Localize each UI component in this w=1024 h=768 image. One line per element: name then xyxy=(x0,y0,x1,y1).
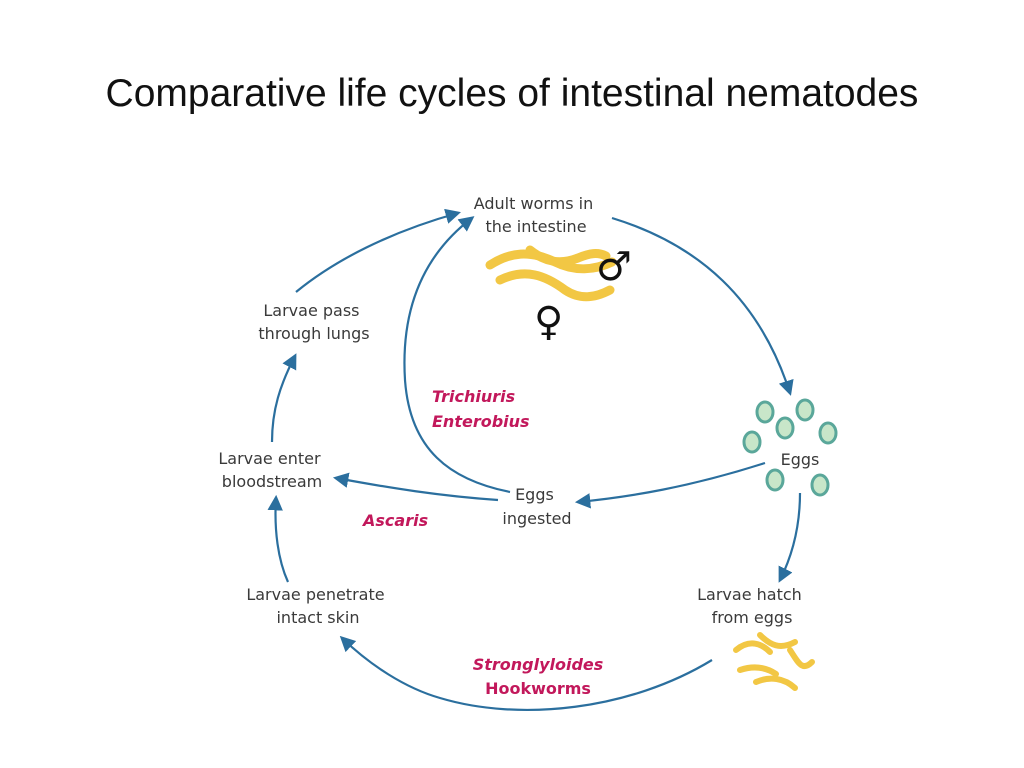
arrow-ingested-to-adults xyxy=(403,216,511,494)
label-larvae-penetrate: Larvae penetrate intact skin xyxy=(246,585,389,627)
slide-title: Comparative life cycles of intestinal ne… xyxy=(105,72,919,115)
label-adult-worms: Adult worms in the intestine xyxy=(474,194,599,236)
egg xyxy=(775,416,795,440)
label-larvae-hatch: Larvae hatch from eggs xyxy=(697,585,807,627)
arrow-penetrate-to-bloodstream xyxy=(267,494,290,583)
adult-worms-illustration: ♂ ♀ xyxy=(485,244,632,345)
arrow-lungs-to-adults xyxy=(295,208,461,293)
arrow-hatch-to-penetrate xyxy=(339,635,713,712)
species-enterobius: Enterobius xyxy=(432,412,530,431)
larva xyxy=(787,647,815,670)
arrow-adults-to-eggs xyxy=(611,216,794,396)
species-hookworms: Hookworms xyxy=(485,679,591,698)
label-eggs: Eggs xyxy=(781,450,820,469)
arrow-eggs-to-hatch xyxy=(778,492,802,583)
worm-3 xyxy=(525,245,611,267)
male-symbol: ♂ xyxy=(596,244,632,290)
egg xyxy=(765,468,785,492)
arrow-ingested-to-bloodstream xyxy=(332,472,499,502)
cycle-arrows xyxy=(267,208,802,712)
larvae-illustration xyxy=(733,632,815,691)
species-trichuris: Trichiuris xyxy=(432,387,515,406)
egg xyxy=(742,430,762,454)
larva xyxy=(733,640,773,655)
arrow-eggs-to-ingested xyxy=(574,461,766,509)
larva xyxy=(737,664,779,677)
female-symbol: ♀ xyxy=(534,299,563,345)
egg xyxy=(795,398,815,422)
worm-2 xyxy=(495,269,615,302)
label-larvae-bloodstream: Larvae enter bloodstream xyxy=(218,449,325,491)
larva xyxy=(753,675,798,691)
label-eggs-ingested: Eggs ingested xyxy=(502,485,571,528)
eggs-cluster xyxy=(742,398,838,497)
species-strongyloides: Stronglyloides xyxy=(473,655,604,674)
egg xyxy=(755,400,775,424)
egg xyxy=(818,421,838,445)
species-ascaris: Ascaris xyxy=(361,511,428,530)
label-larvae-lungs: Larvae pass through lungs xyxy=(258,301,369,343)
egg xyxy=(810,473,830,497)
arrow-bloodstream-to-lungs xyxy=(270,353,297,443)
larva xyxy=(757,632,798,649)
